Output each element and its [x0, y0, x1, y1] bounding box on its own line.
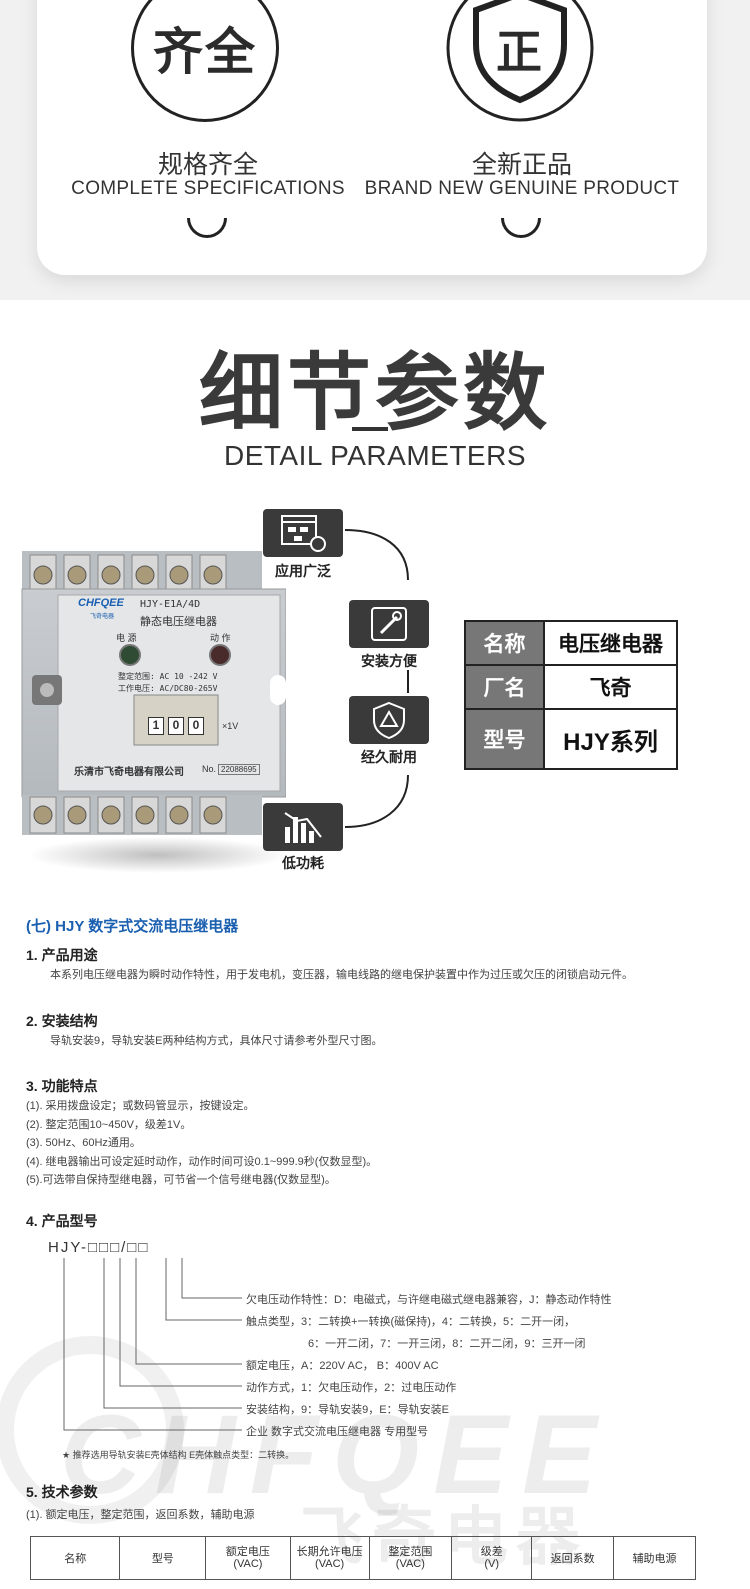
table-header: 长期允许电压 (VAC) [289, 1536, 370, 1580]
section-2-title: 2. 安装结构 [26, 1013, 98, 1029]
table-header: 级差 (V) [451, 1536, 533, 1580]
section-2-text: 导轨安装9，导轨安装E两种结构方式，具体尺寸请参考外型尺寸图。 [50, 1035, 383, 1047]
table-header: 名称 [29, 1536, 121, 1580]
relay-range: 整定范围: AC 10 -242 V [118, 672, 218, 681]
tech-param-table: 名称 型号 额定电压 (VAC) 长期允许电压 (VAC) 整定范围 (VAC)… [29, 1536, 696, 1580]
feature-item: (4). 继电器输出可设定延时动作，动作时间可设0.1~999.9秒(仅数显型)… [26, 1156, 378, 1168]
model-code: HJY-□□□/□□ [48, 1239, 150, 1256]
complete-icon: 齐全 [131, 0, 279, 122]
spec-key: 名称 [464, 620, 545, 666]
section-1-text: 本系列电压继电器为瞬时动作特性，用于发电机，变压器，输电线路的继电保护装置中作为… [50, 969, 633, 981]
section-title: 细节参数 [198, 344, 551, 442]
title-divider [352, 427, 388, 431]
dial-digit: 0 [188, 717, 204, 735]
feature-connector [344, 529, 409, 828]
watermark-en: CHFQEE [60, 1392, 611, 1517]
table-row: 名称 电压继电器 [464, 620, 678, 666]
table-header: 型号 [119, 1536, 207, 1580]
low-power-icon [263, 803, 343, 851]
section-5-subtitle: (1). 额定电压，整定范围，返回系数，辅助电源 [26, 1509, 255, 1521]
durable-icon [349, 696, 429, 744]
dial-digit: 1 [148, 717, 164, 735]
relay-brand-sub: 飞奇电器 [90, 614, 115, 620]
relay-work-voltage: 工作电压: AC/DC80-265V [118, 684, 218, 693]
tag-application: 应用广泛 [275, 563, 331, 579]
section-4-title: 4. 产品型号 [26, 1213, 98, 1229]
model-line: 动作方式，1：欠电压动作，2：过电压动作 [246, 1382, 457, 1394]
spec-key: 厂名 [464, 664, 545, 710]
relay-brand: CHFQEE [78, 597, 124, 609]
install-icon [349, 600, 429, 648]
model-line: 触点类型，3：二转换+一转换(磁保持)，4：二转换，5：二开一闭， [246, 1316, 576, 1328]
feature-item: (1). 采用拨盘设定；或数码管显示，按键设定。 [26, 1100, 255, 1112]
relay-dial: 1 0 0 [148, 717, 204, 735]
table-header: 额定电压 (VAC) [205, 1536, 291, 1580]
spec-value: 飞奇 [543, 664, 678, 710]
model-diagram-lines [63, 1258, 242, 1431]
relay-dial-unit: ×1V [222, 721, 239, 731]
relay-product-image: CHFQEE 飞奇电器 HJY-E1A/4D 静态电压继电器 电 源 动 作 整… [18, 545, 288, 873]
table-row: 厂名 飞奇 [464, 664, 678, 710]
genuine-icon: 正 [446, 0, 594, 127]
application-icon [263, 509, 343, 557]
relay-no-label: No. [202, 764, 217, 774]
feature-genuine-cn: 全新正品 [471, 151, 572, 179]
relay-serial: 22088695 [218, 764, 260, 775]
section-3-title: 3. 功能特点 [26, 1078, 98, 1094]
model-line: 安装结构，9：导轨安装9，E：导轨安装E [246, 1404, 449, 1416]
feature-item: (2). 整定范围10~450V，级差1V。 [26, 1119, 192, 1131]
spec-value: 电压继电器 [543, 620, 678, 666]
model-line: 额定电压，A：220V AC， B：400V AC [246, 1360, 439, 1372]
section-subtitle: DETAIL PARAMETERS [223, 440, 527, 471]
spec-key: 型号 [464, 708, 545, 770]
doc-heading: (七) HJY 数字式交流电压继电器 [26, 918, 239, 935]
complete-icon-text: 齐全 [153, 23, 257, 81]
model-note: ★ 推荐选用导轨安装E壳体结构 E壳体触点类型：二转换。 [62, 1450, 295, 1460]
section-5-title: 5. 技术参数 [26, 1484, 98, 1500]
dial-digit: 0 [168, 717, 184, 735]
table-header-row: 名称 型号 额定电压 (VAC) 长期允许电压 (VAC) 整定范围 (VAC)… [29, 1536, 696, 1580]
relay-model: HJY-E1A/4D [140, 599, 201, 610]
feature-item: (3). 50Hz、60Hz通用。 [26, 1137, 141, 1149]
feature-complete-en: COMPLETE SPECIFICATIONS [71, 178, 345, 199]
table-header: 辅助电源 [613, 1536, 696, 1580]
table-row: 型号 HJY系列 [464, 708, 678, 770]
tag-install: 安装方便 [361, 653, 417, 669]
model-line: 企业 数字式交流电压继电器 专用型号 [246, 1426, 429, 1438]
relay-power-label: 电 源 [116, 633, 137, 643]
table-header: 整定范围 (VAC) [368, 1536, 453, 1580]
tag-durable: 经久耐用 [361, 749, 417, 765]
relay-action-label: 动 作 [210, 633, 231, 643]
model-line: 6：一开二闭，7：一开三闭，8：二开二闭，9：三开一闭 [308, 1338, 586, 1350]
section-1-title: 1. 产品用途 [26, 947, 98, 963]
genuine-icon-text: 正 [496, 25, 544, 79]
relay-maker: 乐清市飞奇电器有限公司 [74, 767, 184, 778]
feature-item: (5).可选带自保持型继电器，可节省一个信号继电器(仅数显型)。 [26, 1174, 336, 1186]
spec-value: HJY系列 [543, 708, 678, 770]
tag-low-power: 低功耗 [282, 855, 324, 871]
relay-name: 静态电压继电器 [140, 616, 217, 628]
spec-table: 名称 电压继电器 厂名 飞奇 型号 HJY系列 [464, 620, 678, 770]
model-line: 欠电压动作特性：D：电磁式，与许继电磁式继电器兼容，J：静态动作特性 [246, 1294, 612, 1306]
feature-complete-cn: 规格齐全 [157, 151, 258, 179]
feature-genuine-en: BRAND NEW GENUINE PRODUCT [364, 178, 680, 199]
table-header: 返回系数 [531, 1536, 615, 1580]
